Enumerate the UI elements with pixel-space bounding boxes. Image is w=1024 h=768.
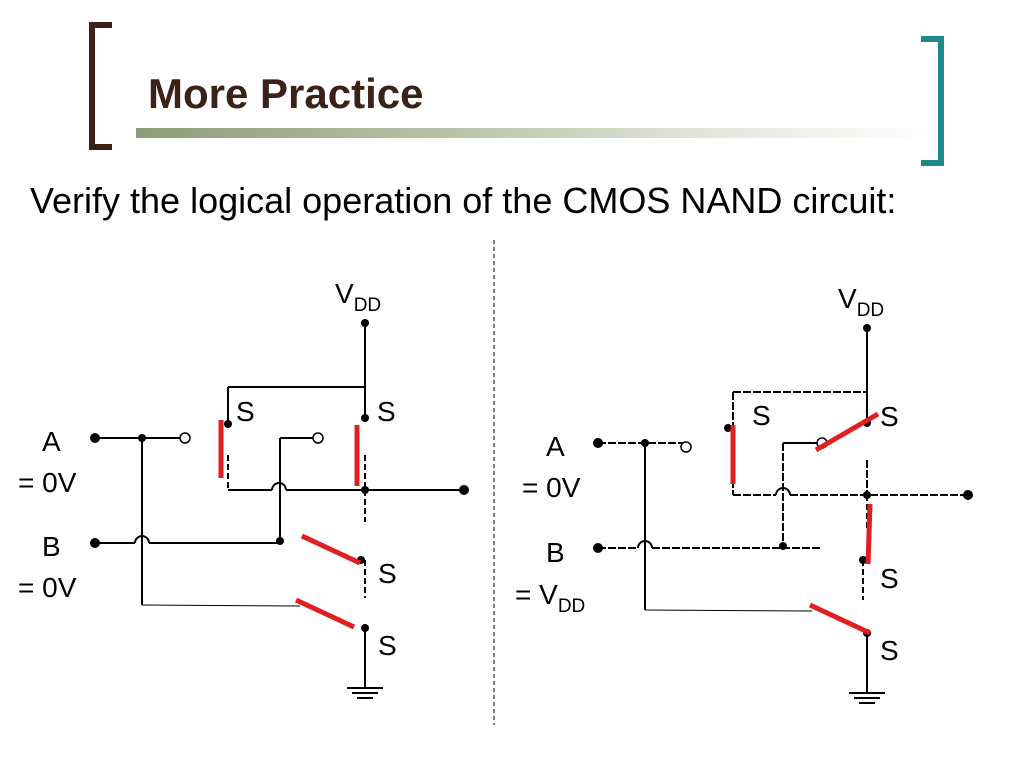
right-vdd-subscript: DD — [857, 300, 884, 321]
right-switches — [730, 411, 880, 636]
left-vdd-subscript: DD — [354, 295, 381, 316]
left-pmos-a-source-label: S — [236, 396, 255, 427]
slide-subtitle: Verify the logical operation of the CMOS… — [30, 180, 897, 221]
right-input-a-label: A — [546, 431, 565, 462]
left-circuit-nodes — [90, 319, 469, 632]
right-input-b-label: B — [546, 537, 565, 568]
left-input-a-value: = 0V — [18, 467, 77, 498]
right-vdd-label: V — [838, 283, 857, 314]
right-input-a-value: = 0V — [522, 472, 581, 503]
left-input-b-label: B — [42, 531, 61, 562]
left-vdd-label: V — [335, 278, 354, 309]
left-input-b-value: = 0V — [18, 572, 77, 603]
left-bracket-icon — [89, 22, 112, 150]
left-circuit — [95, 323, 464, 699]
svg-text:= VDD: = VDD — [515, 579, 585, 617]
right-circuit — [598, 328, 968, 704]
right-nmos-b-source-label: S — [880, 563, 899, 594]
title-underline — [136, 128, 931, 138]
svg-text:VDD: VDD — [335, 278, 381, 316]
svg-text:VDD: VDD — [838, 283, 884, 321]
left-switches — [218, 420, 362, 630]
right-nmos-a-source-label: S — [880, 635, 899, 666]
left-nmos-b-source-label: S — [378, 558, 397, 589]
right-input-b-value-subscript: DD — [558, 596, 585, 617]
right-gate-bubbles — [680, 437, 828, 453]
left-gate-bubbles — [179, 432, 324, 444]
slide-title: More Practice — [148, 70, 424, 117]
right-pmos-a-source-label: S — [752, 400, 771, 431]
left-nmos-a-source-label: S — [378, 630, 397, 661]
right-input-b-value: = V — [515, 579, 558, 610]
right-bracket-icon — [921, 36, 944, 166]
right-pmos-b-source-label: S — [880, 401, 899, 432]
left-pmos-b-source-label: S — [377, 396, 396, 427]
left-input-a-label: A — [42, 426, 61, 457]
